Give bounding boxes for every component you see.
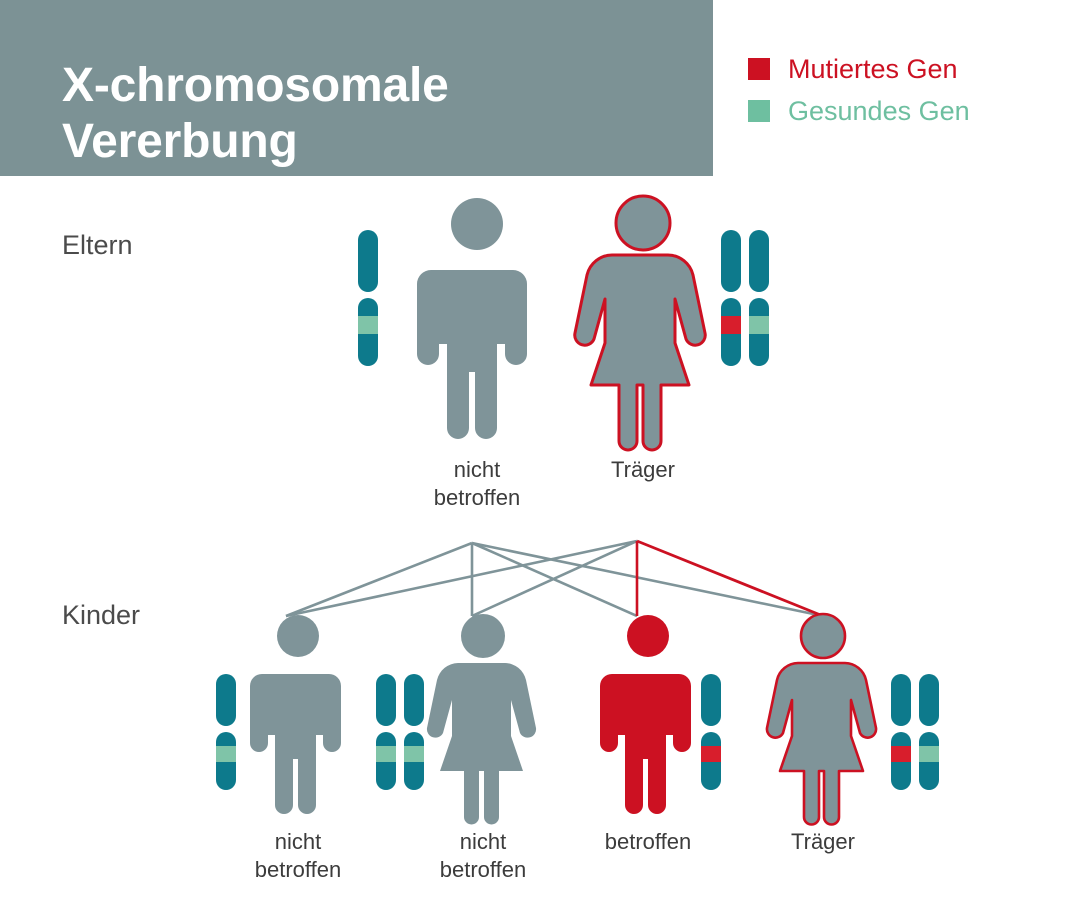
legend-swatch-healthy-icon — [748, 100, 770, 122]
chromosome-mother-x-healthy — [749, 230, 769, 366]
legend-label-healthy: Gesundes Gen — [788, 95, 970, 126]
chromosome-pair-child4 — [891, 674, 939, 790]
child-2-figure — [426, 613, 538, 825]
child-3-figure — [598, 614, 698, 819]
gene-band-mutated — [891, 746, 911, 762]
chromosome-father-x — [358, 230, 378, 366]
page-title: X-chromosomale Vererbung — [62, 58, 682, 170]
child-1-chromosomes — [213, 672, 239, 792]
gene-band-mutated — [701, 746, 721, 762]
line-mother-to-carrier-daughter — [636, 539, 824, 618]
legend-label-mutated: Mutiertes Gen — [788, 53, 958, 84]
chromosome-pair-mother — [721, 230, 769, 366]
row-label-children: Kinder — [62, 600, 141, 630]
legend: Mutiertes Gen Gesundes Gen — [748, 48, 1048, 132]
chromosome-child4-x-healthy — [919, 674, 939, 790]
parent-mother-figure — [573, 193, 708, 452]
child-4-caption: Träger — [791, 829, 855, 854]
gene-band-healthy — [749, 316, 769, 334]
mother-chromosomes — [718, 228, 778, 368]
gene-band-healthy — [919, 746, 939, 762]
legend-item-healthy-gene: Gesundes Gen — [748, 90, 1048, 132]
male-figure-icon — [600, 615, 691, 814]
mother-caption: Träger — [611, 457, 675, 482]
child-2-caption: nicht betroffen — [439, 829, 527, 882]
male-figure-icon — [417, 198, 527, 439]
legend-item-mutated-gene: Mutiertes Gen — [748, 48, 1048, 90]
chromosome-child1-x — [216, 674, 236, 790]
chromosome-child3-x — [701, 674, 721, 790]
chromosome-child4-x-mutated — [891, 674, 911, 790]
chromosome-child2-x-healthy-b — [404, 674, 424, 790]
child-1-caption: nicht betroffen — [254, 829, 342, 882]
gene-band-healthy — [376, 746, 396, 762]
chromosome-child2-x-healthy-a — [376, 674, 396, 790]
page-title-line-2: Vererbung — [62, 115, 298, 169]
child-4-figure — [765, 612, 878, 826]
female-figure-icon — [765, 612, 878, 826]
gene-band-healthy — [358, 316, 378, 334]
header-banner — [0, 0, 713, 176]
child-2-chromosomes — [373, 672, 431, 792]
lines-from-father — [285, 541, 824, 618]
lines-from-mother — [285, 539, 639, 618]
child-1-figure — [248, 614, 348, 819]
father-chromosomes — [355, 228, 381, 368]
gene-band-healthy — [404, 746, 424, 762]
child-3-chromosomes — [698, 672, 724, 792]
female-figure-icon — [426, 614, 537, 825]
female-figure-icon — [573, 194, 707, 452]
child-3-caption: betroffen — [604, 829, 692, 854]
chromosome-pair-child2 — [376, 674, 424, 790]
child-4-chromosomes — [888, 672, 946, 792]
legend-swatch-mutated-icon — [748, 58, 770, 80]
page-title-line-1: X-chromosomale — [62, 59, 449, 113]
male-figure-icon — [250, 615, 341, 814]
gene-band-mutated — [721, 316, 741, 334]
gene-band-healthy — [216, 746, 236, 762]
father-caption: nicht betroffen — [433, 457, 521, 510]
chromosome-mother-x-mutated — [721, 230, 741, 366]
parent-father-figure — [417, 196, 537, 446]
row-label-parents: Eltern — [62, 230, 133, 260]
